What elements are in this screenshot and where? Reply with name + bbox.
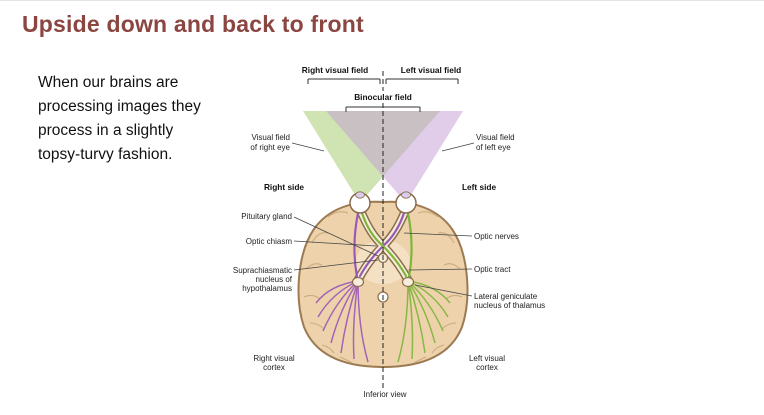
label-visual-field-left-eye-2: of left eye	[476, 143, 511, 152]
label-optic-nerves: Optic nerves	[474, 232, 519, 241]
fan-fiber	[340, 280, 359, 354]
label-right-visual-cortex-2: cortex	[263, 363, 285, 372]
field-brackets	[307, 78, 459, 112]
left-field-bracket	[385, 78, 459, 84]
pointer-pituitary	[293, 216, 379, 257]
label-left-visual-cortex-1: Left visual	[469, 354, 505, 363]
label-visual-field-right-eye-1: Visual field	[251, 133, 290, 142]
body-line: processing images they	[38, 98, 201, 115]
label-scn-2: nucleus of	[256, 275, 293, 284]
fan-fiber	[407, 280, 426, 354]
lateral-geniculate-right-shape	[401, 276, 415, 288]
pathway-line	[353, 211, 360, 279]
binocular-field-bracket	[345, 106, 421, 112]
slide-title: Upside down and back to front	[22, 11, 364, 37]
pathway-line	[360, 211, 408, 278]
label-inferior-view: Inferior view	[363, 390, 406, 399]
label-right-side: Right side	[264, 182, 304, 192]
green-pathway-lines	[360, 211, 413, 279]
label-scn-3: hypothalamus	[242, 284, 292, 293]
label-pituitary-gland: Pituitary gland	[241, 212, 292, 221]
label-left-side: Left side	[462, 182, 497, 192]
pointer-lgn	[414, 284, 473, 297]
label-lgn-2: nucleus of thalamus	[474, 301, 545, 310]
label-scn-1: Suprachiasmatic	[233, 266, 292, 275]
label-lgn-1: Lateral geniculate	[474, 292, 538, 301]
fan-fiber	[397, 280, 409, 363]
right-field-bracket	[307, 78, 381, 84]
pointer-optic-chiasm	[293, 240, 377, 247]
lateral-geniculate-left-shape	[351, 276, 365, 288]
gyrus-line	[413, 356, 427, 364]
gyrus-line	[305, 263, 323, 270]
label-left-visual-field: Left visual field	[401, 65, 461, 75]
label-visual-field-left-eye-1: Visual field	[476, 133, 515, 142]
label-optic-chiasm: Optic chiasm	[246, 237, 293, 246]
pointer-optic-nerves	[403, 232, 473, 237]
gyrus-line	[339, 356, 353, 364]
gyrus-line	[327, 211, 349, 218]
label-left-visual-cortex-2: cortex	[476, 363, 498, 372]
gyrus-line	[431, 344, 445, 354]
gyrus-line	[311, 232, 329, 244]
pointer-visual-field-right-eye	[291, 142, 325, 152]
body-line: topsy-turvy fashion.	[38, 146, 173, 163]
pointer-lines	[291, 142, 475, 297]
gyrus-line	[417, 211, 439, 218]
right-eye-lens	[355, 191, 365, 199]
label-backing	[353, 91, 413, 102]
fan-fiber	[357, 280, 369, 363]
gyrus-line	[303, 294, 321, 300]
fan-fiber	[407, 280, 414, 360]
pathway-line	[406, 211, 413, 279]
body-line: When our brains are	[38, 74, 179, 91]
label-visual-field-right-eye-2: of right eye	[250, 143, 290, 152]
label-right-visual-field: Right visual field	[302, 65, 368, 75]
label-optic-tract: Optic tract	[474, 265, 511, 274]
gyrus-line	[443, 263, 461, 270]
left-eye-lens	[401, 191, 411, 199]
pointer-optic-tract	[408, 268, 473, 271]
fan-fiber	[352, 280, 359, 360]
body-line: process in a slightly	[38, 122, 174, 139]
pointer-visual-field-left-eye	[441, 142, 475, 152]
gyrus-line	[309, 322, 325, 330]
slide-body-text: When our brains are processing images th…	[38, 71, 201, 167]
label-binocular-field: Binocular field	[354, 92, 412, 102]
pointer-scn	[293, 259, 379, 271]
label-right-visual-cortex-1: Right visual	[253, 354, 295, 363]
gyrus-line	[441, 322, 457, 330]
visual-pathway-diagram: Right visual field Left visual field Bin…	[233, 65, 545, 399]
eyes	[349, 191, 417, 214]
left-visual-field-cone	[326, 111, 463, 203]
gyrus-line	[445, 294, 463, 300]
gyrus-line	[321, 344, 335, 354]
